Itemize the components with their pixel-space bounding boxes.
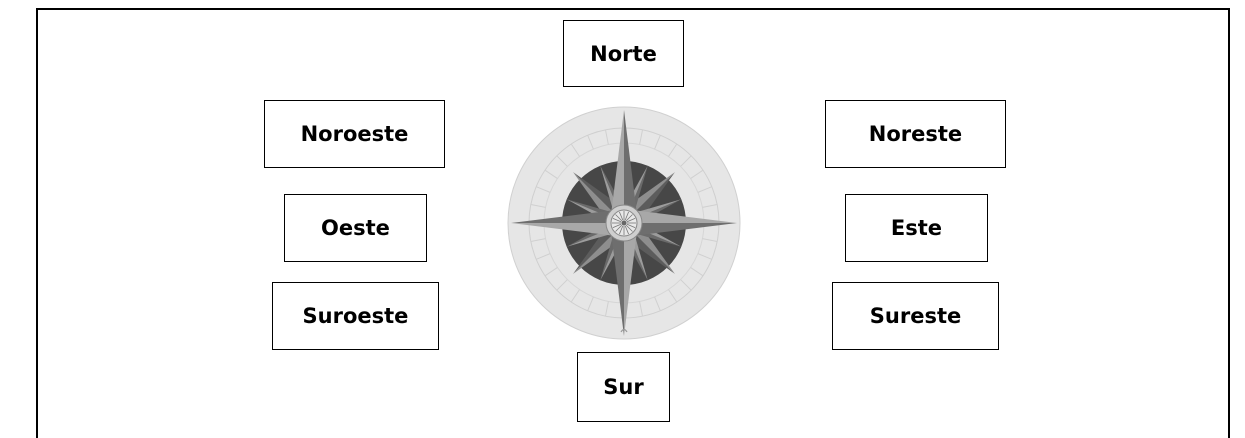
label-northwest: Noroeste (264, 100, 445, 168)
label-south: Sur (577, 352, 670, 422)
label-east: Este (845, 194, 988, 262)
label-southeast: Sureste (832, 282, 999, 350)
diagram-frame (36, 8, 1230, 438)
label-north: Norte (563, 20, 684, 87)
compass-rose-icon (507, 106, 741, 340)
label-northeast: Noreste (825, 100, 1006, 168)
label-west: Oeste (284, 194, 427, 262)
label-southwest: Suroeste (272, 282, 439, 350)
